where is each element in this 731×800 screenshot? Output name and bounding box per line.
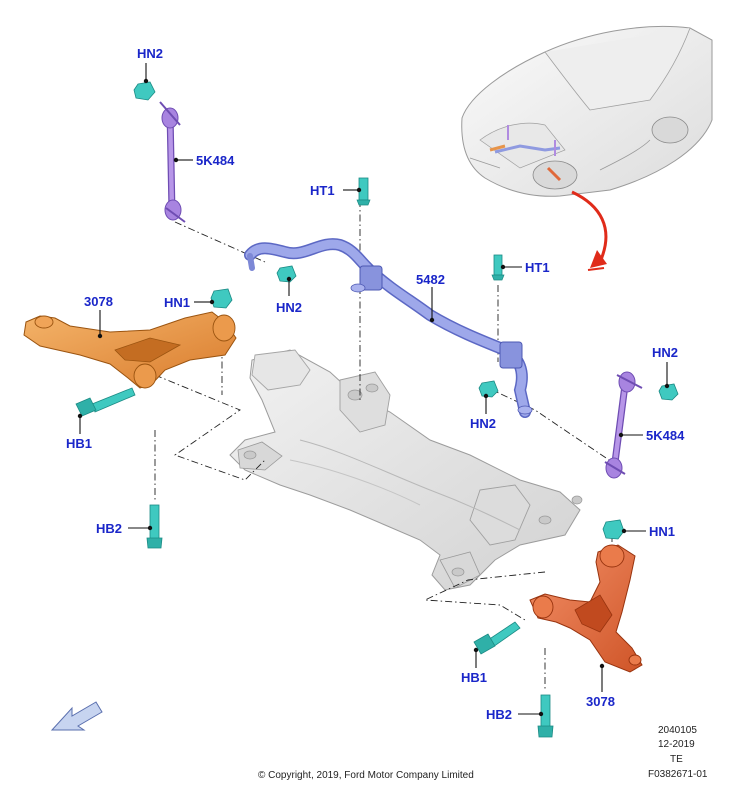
- callout-ht1-right: HT1: [525, 260, 550, 275]
- callout-hb1-left: HB1: [66, 436, 92, 451]
- callout-hb2-left: HB2: [96, 521, 122, 536]
- callout-hn2-right: HN2: [652, 345, 678, 360]
- callout-hn2-top: HN2: [137, 46, 163, 61]
- nut-hn2-mid-left: [276, 265, 297, 283]
- nut-hn1-right: [602, 519, 625, 540]
- callout-3078-left: 3078: [84, 294, 113, 309]
- callout-hn2-mid-left: HN2: [276, 300, 302, 315]
- installation-center-lines: [154, 200, 613, 690]
- front-subframe: [229, 349, 583, 591]
- bolt-hb2-right: [537, 694, 554, 738]
- illustration-region: TE: [670, 754, 683, 765]
- stabilizer-bar: [244, 238, 533, 418]
- vehicle-locator-image: [461, 25, 713, 197]
- callout-hb2-right: HB2: [486, 707, 512, 722]
- nut-hn1-left: [210, 288, 233, 309]
- nut-hn2-right: [658, 383, 679, 401]
- callout-hn1-left: HN1: [164, 295, 190, 310]
- stabilizer-link-right: [604, 371, 643, 479]
- lower-arm-right: [529, 544, 643, 673]
- callout-hn2-mid-right: HN2: [470, 416, 496, 431]
- nut-hn2-top: [133, 81, 156, 101]
- bolt-ht1-right: [491, 254, 505, 281]
- bolt-hb1-left: [75, 387, 136, 417]
- lower-arm-left: [23, 311, 237, 389]
- illustration-number: F0382671-01: [648, 769, 708, 780]
- callout-3078-right: 3078: [586, 694, 615, 709]
- illustration-code-1: 2040105: [658, 725, 697, 736]
- callout-5482: 5482: [416, 272, 445, 287]
- front-direction-arrow-icon: [50, 701, 103, 731]
- nut-hn2-mid-right: [478, 380, 499, 398]
- stabilizer-link-left: [159, 101, 186, 223]
- callout-leaders: [77, 63, 670, 717]
- bolt-hb2-left: [146, 504, 163, 549]
- callout-hn1-right: HN1: [649, 524, 675, 539]
- red-pointer-arrow: [571, 190, 608, 271]
- callout-5k484-left: 5K484: [196, 153, 235, 168]
- callout-ht1-center: HT1: [310, 183, 335, 198]
- callout-5k484-right: 5K484: [646, 428, 685, 443]
- copyright-notice: © Copyright, 2019, Ford Motor Company Li…: [258, 770, 474, 781]
- callout-hb1-right: HB1: [461, 670, 487, 685]
- bolt-hb1-right: [473, 621, 521, 655]
- bolt-ht1-center: [356, 177, 371, 206]
- illustration-date: 12-2019: [658, 739, 695, 750]
